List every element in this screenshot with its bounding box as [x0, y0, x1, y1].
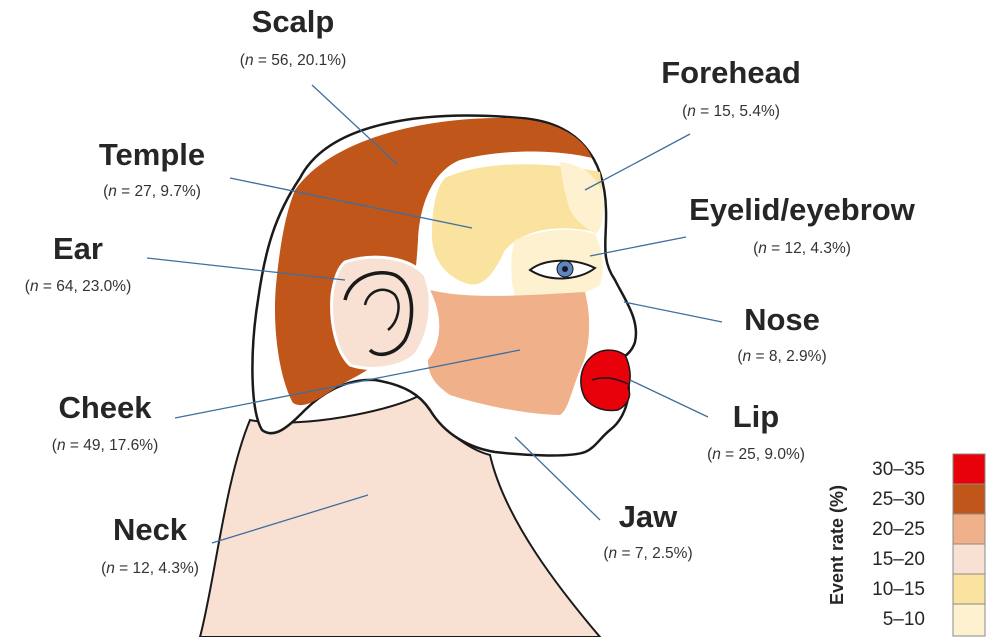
legend-swatch [953, 454, 985, 484]
region-stat: (n = 64, 23.0%) [25, 278, 131, 295]
region-stat: (n = 12, 4.3%) [753, 240, 851, 257]
legend-swatch [953, 544, 985, 574]
label-ear: Ear (n = 64, 23.0%) [25, 231, 131, 295]
legend-label: 5–10 [883, 609, 925, 630]
forehead-leader [585, 134, 690, 190]
region-name: Ear [53, 231, 103, 266]
nose-leader [624, 302, 722, 322]
legend-label: 25–30 [872, 489, 925, 510]
region-stat: (n = 7, 2.5%) [603, 545, 692, 562]
label-eyelid: Eyelid/eyebrow (n = 12, 4.3%) [689, 192, 916, 257]
region-name: Forehead [661, 55, 801, 90]
region-stat: (n = 8, 2.9%) [737, 348, 826, 365]
legend-swatch [953, 574, 985, 604]
region-stat: (n = 27, 9.7%) [103, 183, 201, 200]
legend-label: 15–20 [872, 549, 925, 570]
region-name: Lip [733, 399, 780, 434]
legend-swatch [953, 514, 985, 544]
lip-region [581, 350, 630, 410]
lip-leader [630, 380, 708, 417]
region-name: Temple [99, 137, 205, 172]
label-forehead: Forehead (n = 15, 5.4%) [661, 55, 801, 120]
label-temple: Temple (n = 27, 9.7%) [99, 137, 205, 200]
region-name: Eyelid/eyebrow [689, 192, 916, 227]
region-stat: (n = 49, 17.6%) [52, 437, 158, 454]
legend-swatch [953, 484, 985, 514]
region-name: Cheek [58, 390, 152, 425]
label-jaw: Jaw (n = 7, 2.5%) [603, 499, 692, 562]
legend-label: 20–25 [872, 519, 925, 540]
region-name: Neck [113, 512, 188, 547]
region-name: Jaw [619, 499, 678, 534]
region-stat: (n = 25, 9.0%) [707, 446, 805, 463]
region-stat: (n = 56, 20.1%) [240, 52, 346, 69]
region-stat: (n = 15, 5.4%) [682, 103, 780, 120]
region-name: Nose [744, 302, 820, 337]
label-scalp: Scalp (n = 56, 20.1%) [240, 4, 346, 69]
region-name: Scalp [252, 4, 335, 39]
legend-label: 10–15 [872, 579, 925, 600]
legend-label: 30–35 [872, 459, 925, 480]
label-nose: Nose (n = 8, 2.9%) [737, 302, 826, 365]
label-cheek: Cheek (n = 49, 17.6%) [52, 390, 158, 454]
legend: Event rate (%) 30–35 25–30 20–25 15–20 1… [827, 454, 985, 636]
label-neck: Neck (n = 12, 4.3%) [101, 512, 199, 577]
legend-title: Event rate (%) [827, 485, 847, 605]
label-lip: Lip (n = 25, 9.0%) [707, 399, 805, 463]
region-stat: (n = 12, 4.3%) [101, 560, 199, 577]
legend-swatch [953, 604, 985, 636]
pupil [562, 266, 568, 272]
